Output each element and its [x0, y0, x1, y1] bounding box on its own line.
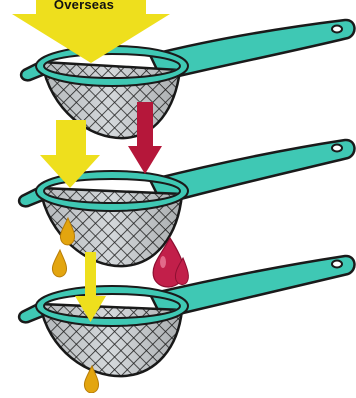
hang-hole [332, 26, 342, 33]
top-arrow-label: Overseas [28, 0, 140, 12]
